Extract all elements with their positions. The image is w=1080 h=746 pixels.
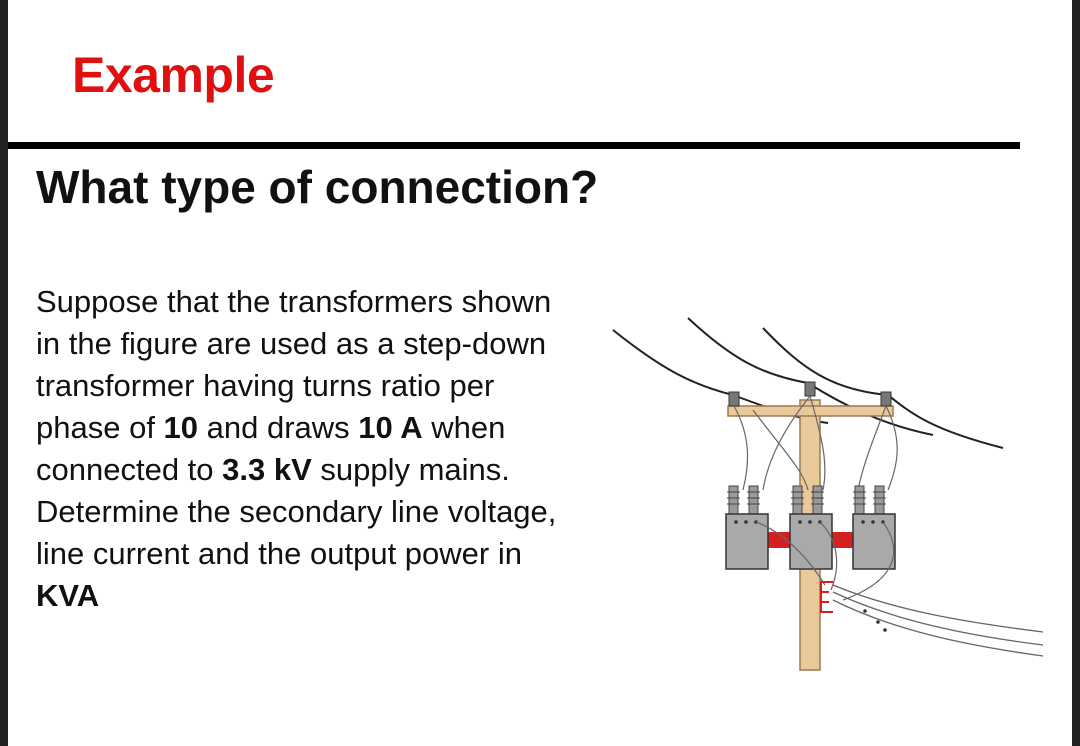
turns-ratio-value: 10	[163, 410, 199, 445]
secondary-rack	[820, 581, 833, 613]
drop-lead-1	[733, 405, 749, 491]
drop-leads	[733, 395, 898, 491]
bushing-4	[812, 485, 823, 515]
overhead-line-2	[687, 317, 809, 384]
drop-lead-4	[857, 405, 887, 491]
insulator-left	[728, 391, 740, 407]
service-line-3	[832, 599, 1043, 657]
insulator-center	[804, 381, 816, 397]
bushing-3	[792, 485, 803, 515]
problem-text-2: and draws	[198, 410, 359, 445]
kva-unit: KVA	[36, 578, 100, 613]
line-markers	[863, 609, 887, 632]
bushing-1	[728, 485, 739, 515]
supply-voltage-value: 3.3 kV	[222, 452, 312, 487]
crossarm	[727, 405, 894, 417]
overhead-line-1	[612, 329, 734, 396]
drop-lead-2	[762, 395, 811, 491]
drop-lead-5	[885, 405, 898, 491]
slide-heading: What type of connection?	[36, 161, 599, 213]
drop-lead-6	[752, 409, 809, 491]
overhead-line-6	[887, 394, 1004, 449]
bushing-5	[854, 485, 865, 515]
problem-text: Suppose that the transformers shown in t…	[36, 281, 566, 617]
service-line-2	[832, 591, 1043, 646]
problem-text-1: Suppose that the transformers shown in t…	[36, 284, 552, 445]
current-value: 10 A	[358, 410, 423, 445]
service-drop-lines	[832, 584, 1043, 657]
secondary-leads	[755, 521, 895, 601]
problem-text-4: supply mains. Determine the secondary li…	[36, 452, 557, 571]
insulator-right	[880, 391, 892, 407]
service-line-1	[832, 584, 1043, 633]
slide-label: Example	[72, 47, 275, 103]
bushings	[728, 485, 885, 515]
bus-bar-right	[831, 532, 853, 548]
overhead-line-3	[762, 327, 889, 396]
bushing-ribs	[727, 491, 886, 505]
bus-bar-left	[768, 532, 796, 548]
bushing-6	[874, 485, 885, 515]
bushing-2	[748, 485, 759, 515]
problem-text-3: when connected to	[36, 410, 506, 487]
slide: Example What type of connection? Suppose…	[8, 0, 1072, 746]
drop-lead-3	[809, 395, 826, 491]
tank-terminals	[734, 520, 885, 524]
transformer-pole-figure	[612, 317, 1043, 671]
divider-rule	[8, 142, 1020, 149]
